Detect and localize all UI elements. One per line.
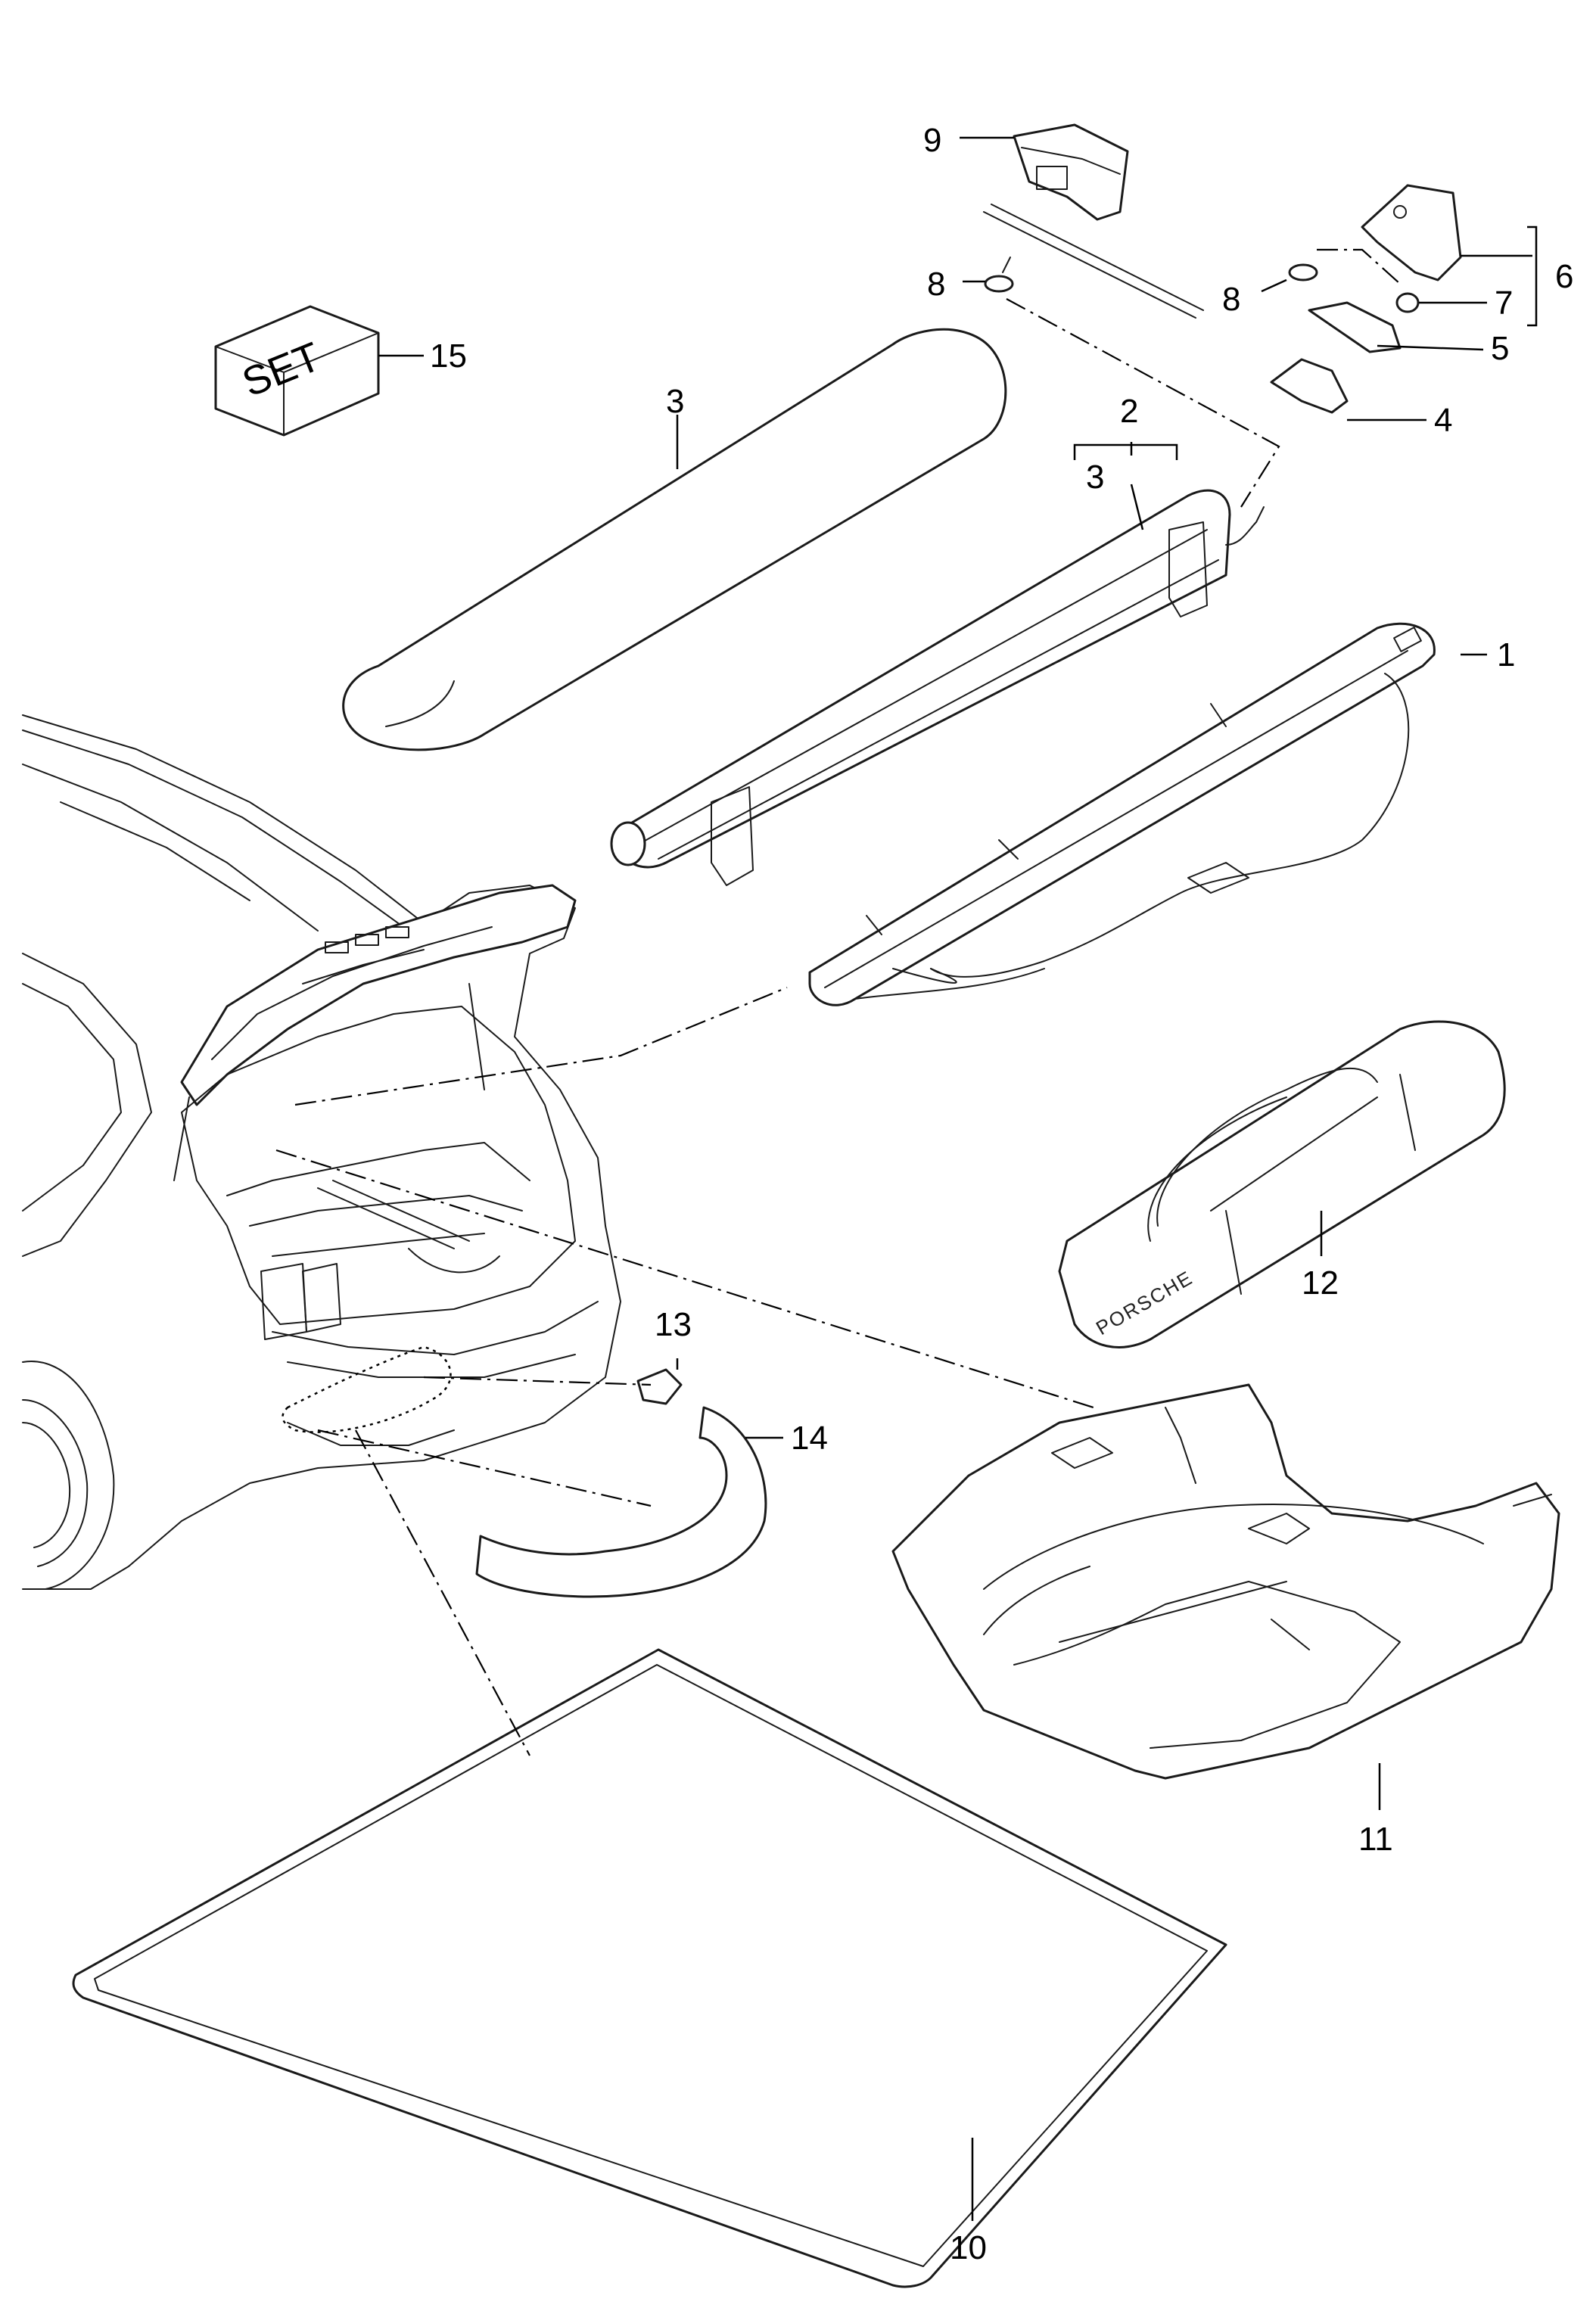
callout-15: 15 xyxy=(430,337,467,375)
cover-bag-part-3 xyxy=(342,328,1007,751)
callout-14: 14 xyxy=(791,1420,828,1457)
callout-5: 5 xyxy=(1491,330,1509,367)
callout-2: 2 xyxy=(1120,393,1138,430)
holder-part-9 xyxy=(983,123,1204,319)
callout-10: 10 xyxy=(950,2229,987,2266)
callout-3: 3 xyxy=(666,383,684,420)
luggage-cover-roller-part-2 xyxy=(610,489,1265,886)
callout-6: 6 xyxy=(1555,258,1573,295)
storage-bag-part-12: PORSCHE xyxy=(1058,1020,1506,1348)
callout-12: 12 xyxy=(1302,1264,1339,1302)
spring-part-7 xyxy=(1395,292,1420,313)
callout-1: 1 xyxy=(1497,636,1515,673)
callout-8-right: 8 xyxy=(1222,281,1240,318)
assembly-lines xyxy=(275,248,1401,1756)
floor-tub-part-11 xyxy=(891,1383,1560,1780)
callout-7: 7 xyxy=(1495,285,1513,322)
callout-3-bracket: 3 xyxy=(1086,459,1104,496)
callout-9: 9 xyxy=(923,122,941,159)
callout-8-left: 8 xyxy=(927,266,945,303)
callout-13: 13 xyxy=(655,1306,692,1343)
bracket-part-5 xyxy=(1308,301,1402,353)
set-box-part-15: SET xyxy=(214,305,380,437)
trim-part-14 xyxy=(475,1406,767,1598)
floor-mat-part-10 xyxy=(72,1648,1227,2288)
callout-11: 11 xyxy=(1358,1821,1393,1858)
leader-lines xyxy=(378,136,1538,2221)
screw-part-8-right xyxy=(1288,263,1318,281)
callout-4: 4 xyxy=(1434,402,1452,439)
bracket-part-4 xyxy=(1270,358,1349,414)
holder-part-6 xyxy=(1361,184,1462,281)
screw-part-8-left xyxy=(984,257,1014,293)
vehicle-rear-illustration xyxy=(22,714,621,1590)
clip-part-13 xyxy=(636,1368,683,1405)
luggage-compartment-cover-part-1 xyxy=(808,622,1436,1006)
callout-numbers: 1 2 3 3 4 5 6 7 8 8 9 10 11 12 13 14 15 xyxy=(430,122,1573,2266)
